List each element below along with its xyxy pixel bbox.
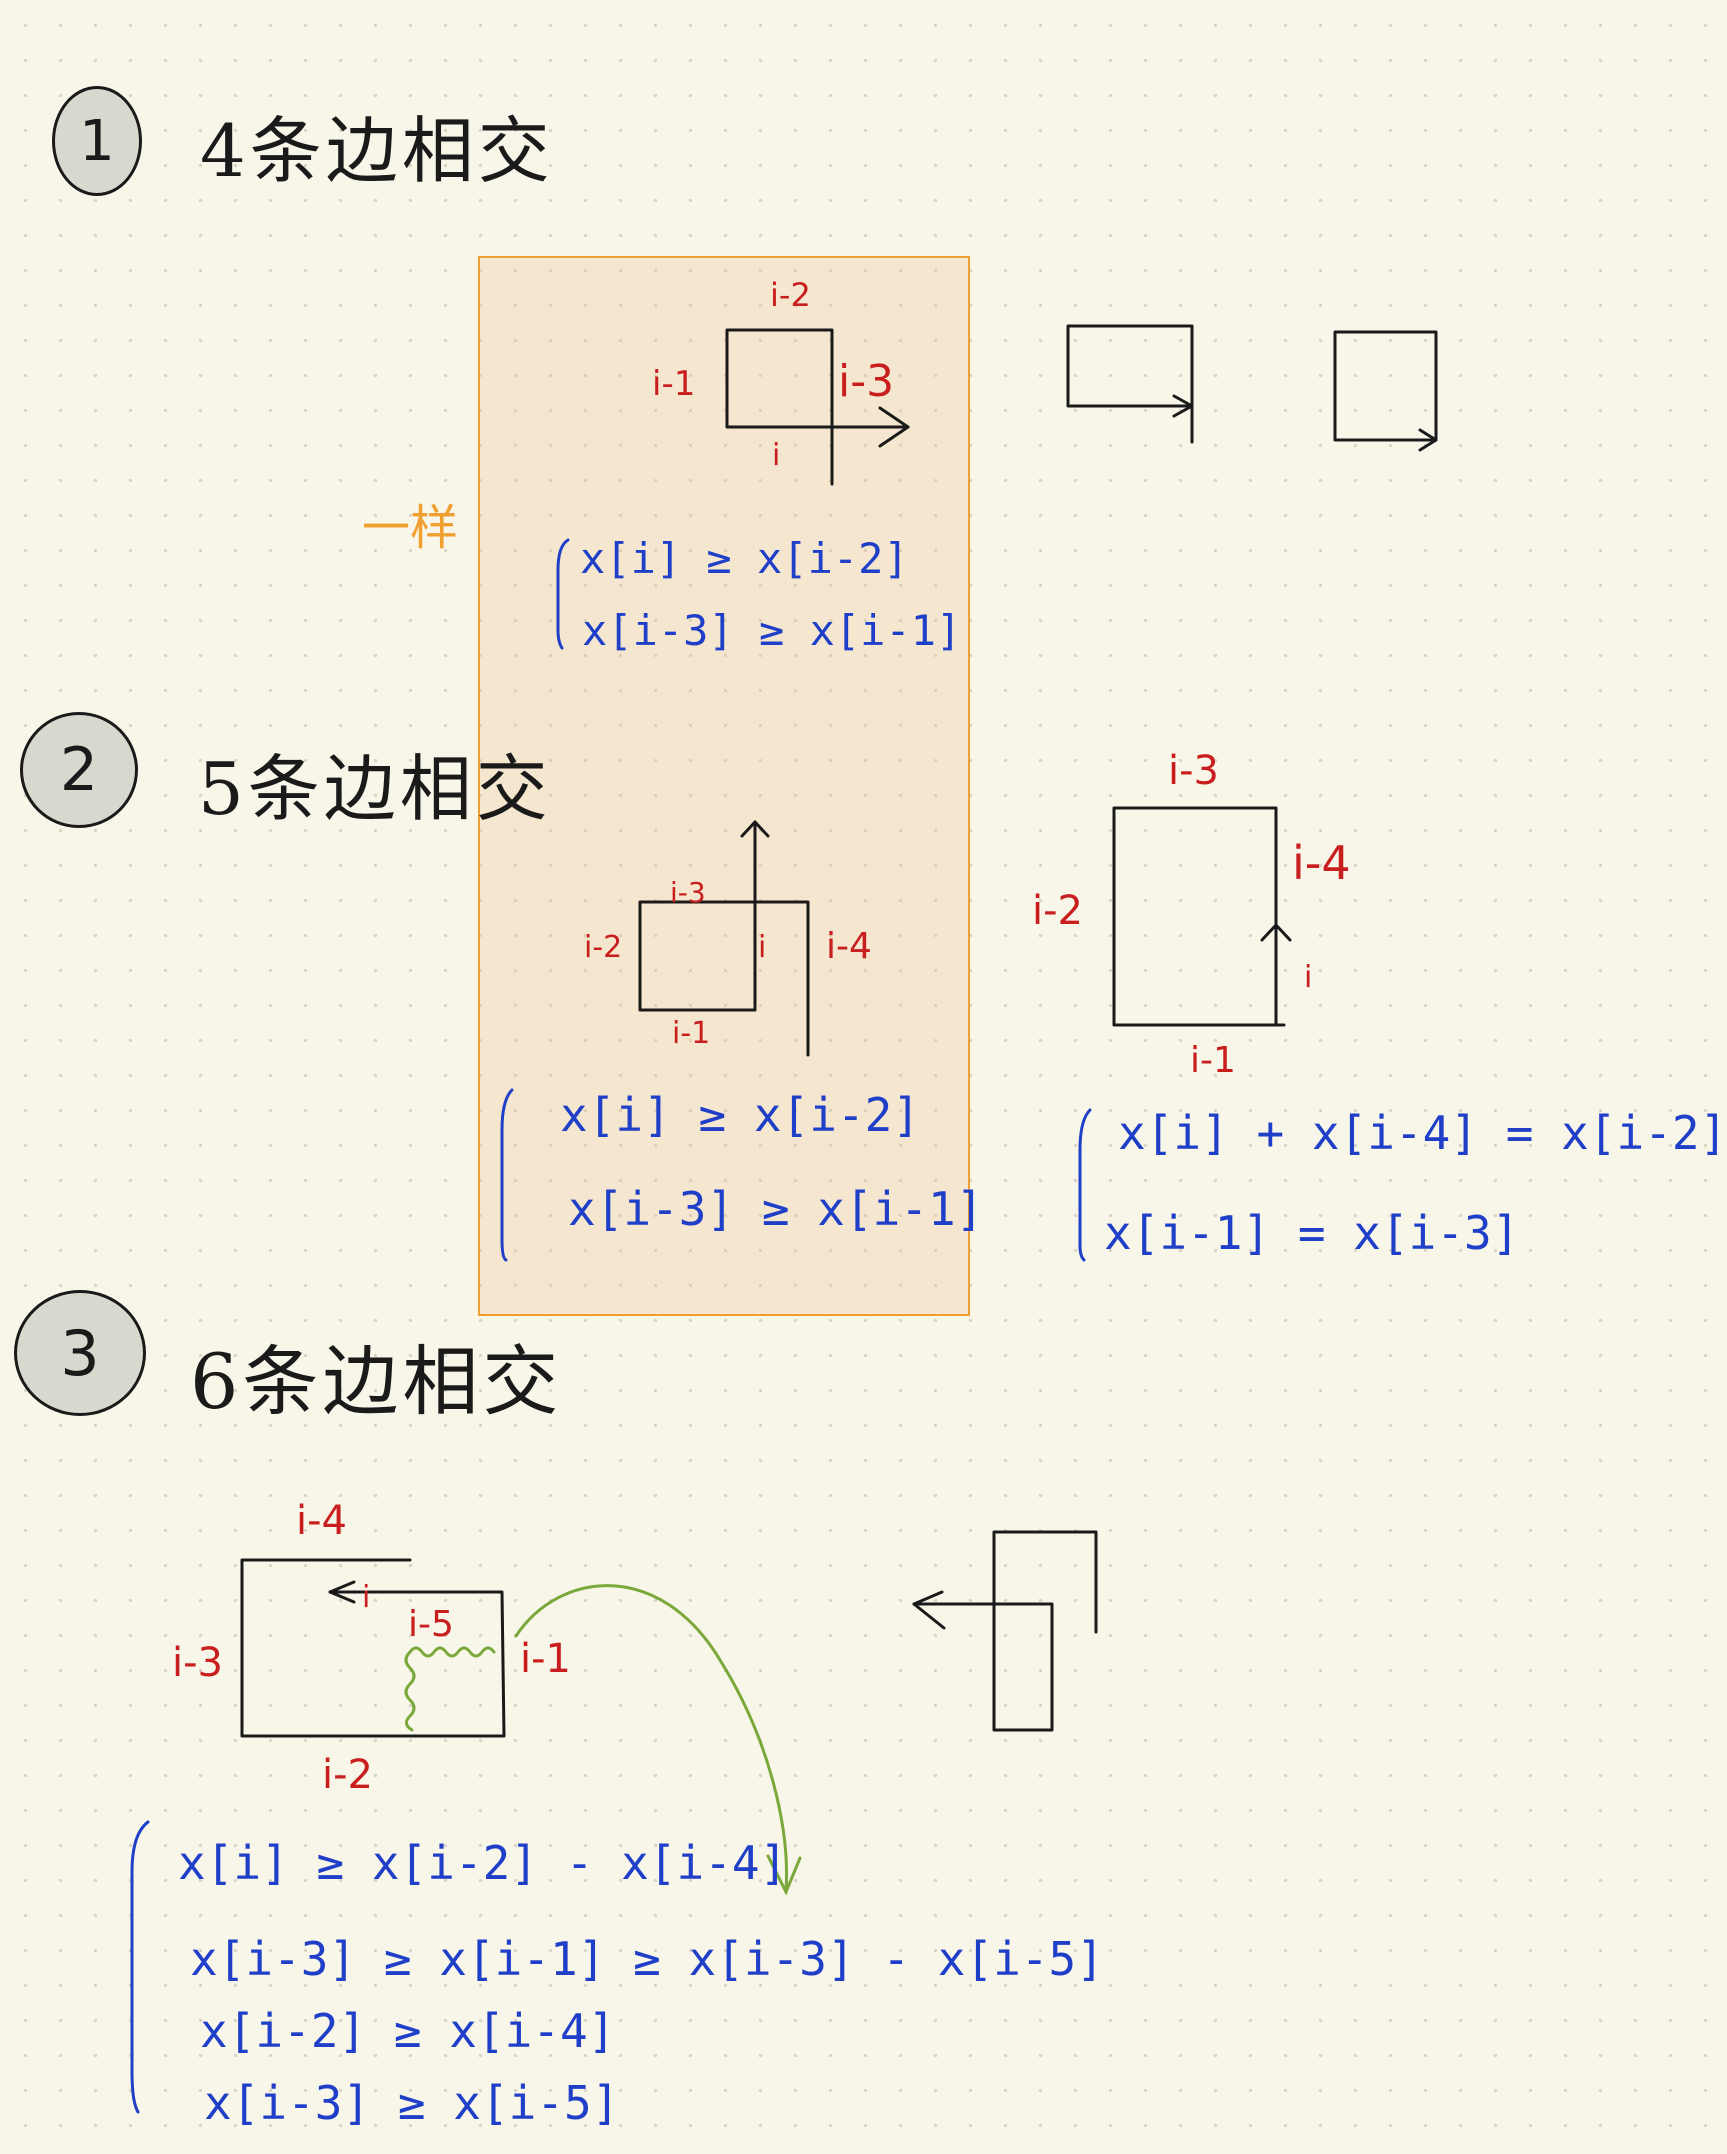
s3-label-right: i-1	[520, 1636, 571, 1682]
s3-label-left: i-3	[172, 1640, 223, 1686]
s3-crossing-diagram	[240, 1558, 506, 1738]
s3-label-top: i-4	[296, 1498, 347, 1544]
s2a-crossing-diagram	[638, 820, 810, 1057]
s3-equation-3: x[i-2] ≥ x[i-4]	[200, 2004, 616, 2058]
s1-label-top: i-2	[770, 276, 811, 314]
section-number-3: 3	[14, 1290, 146, 1416]
s2b-equation-2: x[i-1] = x[i-3]	[1104, 1206, 1520, 1260]
s2b-label-bottom: i-1	[1190, 1040, 1236, 1081]
section-heading-1: 4条边相交	[200, 109, 554, 193]
s3-label-arrow: i	[362, 1580, 371, 1615]
s2b-label-right: i-4	[1292, 836, 1351, 890]
drawing-canvas	[130, 324, 1438, 2114]
s1-label-left: i-1	[652, 364, 696, 404]
s1-crossing-diagram	[725, 328, 910, 486]
s2a-label-left: i-2	[584, 930, 623, 965]
s2a-equation-2: x[i-3] ≥ x[i-1]	[568, 1182, 984, 1236]
section-heading-3: 6条边相交	[190, 1337, 563, 1426]
highlighted-region	[478, 256, 970, 1316]
section-number-2: 2	[20, 712, 138, 828]
s2b-equation-1: x[i] + x[i-4] = x[i-2]	[1118, 1106, 1727, 1160]
s3-equation-1: x[i] ≥ x[i-2] - x[i-4]	[178, 1836, 788, 1890]
s2a-equation-1: x[i] ≥ x[i-2]	[560, 1088, 921, 1142]
s2b-label-top: i-3	[1168, 748, 1219, 794]
s3-overlap-marks	[404, 1584, 802, 1896]
s2a-label-right: i-4	[826, 926, 872, 967]
s3-equation-4: x[i-3] ≥ x[i-5]	[204, 2076, 620, 2130]
s2a-label-inner: i	[758, 930, 767, 965]
s2b-label-arrow: i	[1304, 960, 1313, 995]
s1-label-right: i-3	[838, 356, 895, 407]
section-heading-2: 5条边相交	[198, 747, 552, 831]
s2b-meeting-diagram	[1112, 806, 1292, 1027]
equation-braces	[130, 538, 1092, 2114]
s1-example-b	[1333, 330, 1438, 452]
s2a-label-top: i-3	[670, 876, 706, 909]
s2b-label-left: i-2	[1032, 888, 1083, 934]
s3-label-bottom: i-2	[322, 1752, 373, 1798]
s3-label-inner: i-5	[408, 1604, 454, 1645]
side-note: 一样	[362, 500, 459, 556]
s2a-label-bottom: i-1	[672, 1016, 711, 1051]
s3-example	[912, 1530, 1098, 1732]
s1-equation-1: x[i] ≥ x[i-2]	[580, 534, 909, 583]
s1-example-a	[1066, 324, 1194, 444]
s3-equation-2: x[i-3] ≥ x[i-1] ≥ x[i-3] - x[i-5]	[190, 1932, 1104, 1986]
s1-equation-2: x[i-3] ≥ x[i-1]	[582, 606, 962, 655]
s1-label-bottom: i	[772, 438, 781, 473]
section-number-1: 1	[52, 86, 142, 196]
